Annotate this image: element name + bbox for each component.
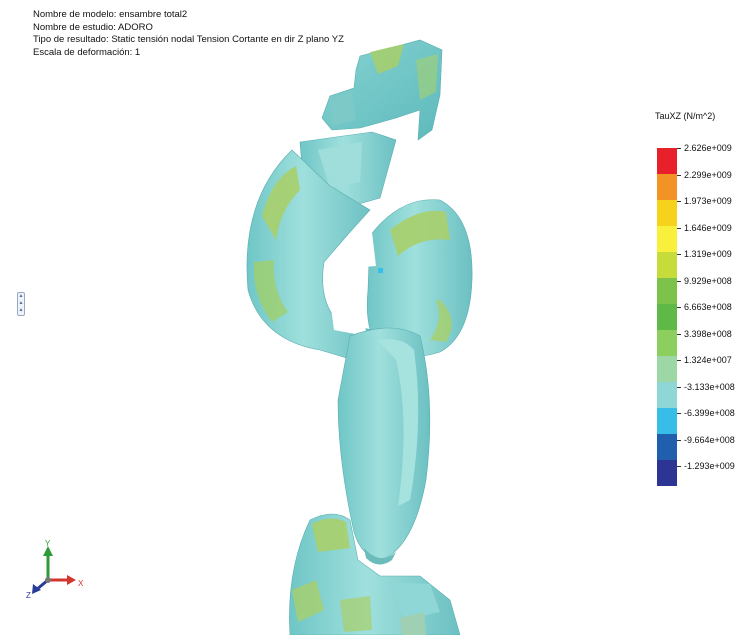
legend-tick — [677, 333, 681, 335]
bottom-part — [289, 513, 461, 635]
legend-tick — [677, 201, 681, 202]
legend-tick — [677, 227, 681, 229]
legend-tick — [677, 439, 681, 441]
legend-value-label: 9.929e+008 — [684, 275, 732, 286]
legend-swatch — [657, 330, 677, 356]
legend-tick — [677, 360, 681, 361]
legend-tick — [677, 174, 681, 176]
legend-swatch — [657, 200, 677, 226]
legend-value-label: 1.324e+007 — [684, 355, 732, 365]
legend-swatch — [657, 434, 677, 460]
legend-value-label: -3.133e+008 — [684, 381, 735, 392]
legend-value-label: 1.319e+009 — [684, 249, 732, 259]
model-name-line: Nombre de modelo: ensambre total2 — [33, 9, 188, 20]
axis-triad: Y X Z — [26, 540, 84, 600]
axis-x-label: X — [78, 579, 84, 588]
legend-swatch — [657, 382, 677, 408]
top-hook-part — [299, 39, 443, 209]
legend-swatch — [657, 356, 677, 382]
study-name-line: Nombre de estudio: ADORO — [33, 21, 153, 33]
study-info: Nombre de modelo: ensambre total2 Nombre… — [33, 9, 344, 59]
side-panel-handle[interactable]: ▲▲▲ — [17, 292, 25, 316]
legend-swatch — [657, 304, 677, 330]
legend-value-label: 1.973e+009 — [684, 196, 732, 206]
legend-tick — [677, 466, 681, 467]
legend-value-label: 1.646e+009 — [684, 222, 732, 233]
legend-swatch — [657, 460, 677, 486]
legend-value-label: -9.664e+008 — [684, 434, 735, 445]
legend-color-bar — [657, 148, 677, 486]
middle-link-part — [337, 327, 431, 565]
axis-z-label: Z — [26, 591, 31, 600]
result-type-line: Tipo de resultado: Static tensión nodal … — [33, 34, 344, 45]
legend-title: TauXZ (N/m^2) — [655, 111, 716, 121]
legend-value-label: 2.626e+009 — [684, 143, 732, 153]
legend-swatch — [657, 148, 677, 174]
legend-swatch — [657, 408, 677, 434]
legend-tick — [677, 413, 681, 414]
legend-tick — [677, 254, 681, 255]
legend-value-label: 6.663e+008 — [684, 302, 732, 312]
legend-tick — [677, 148, 681, 149]
legend-swatch — [657, 174, 677, 200]
legend-swatch — [657, 226, 677, 252]
deformation-scale-line: Escala de deformación: 1 — [33, 46, 141, 58]
legend-tick — [677, 307, 681, 308]
legend-swatch — [657, 252, 677, 278]
axis-y-label: Y — [45, 540, 51, 548]
legend-value-label: -6.399e+008 — [684, 408, 735, 418]
legend-value-label: 3.398e+008 — [684, 328, 732, 339]
legend-tick — [677, 280, 681, 282]
legend-value-label: -1.293e+009 — [684, 461, 735, 471]
legend-value-label: 2.299e+009 — [684, 169, 732, 180]
middle-shell-part — [246, 149, 473, 363]
legend-tick — [677, 386, 681, 388]
legend-swatch — [657, 278, 677, 304]
